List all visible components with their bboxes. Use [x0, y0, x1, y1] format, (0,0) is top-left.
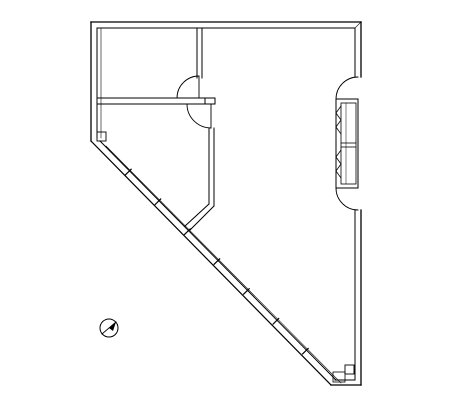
north-arrow-icon [99, 318, 119, 338]
mullion-tick [213, 257, 221, 266]
door-swing [176, 75, 359, 211]
mullion-tick [272, 317, 280, 325]
mullion-tick [124, 168, 133, 176]
closet-unit [335, 98, 359, 189]
mullion-tick [242, 287, 251, 296]
exterior-wall [90, 21, 362, 386]
wall-mullions [124, 168, 310, 355]
diagonal-exterior-wall [90, 140, 342, 386]
interior-partition [96, 27, 216, 231]
mullion-tick [154, 198, 162, 206]
corner-column [96, 131, 355, 383]
mullion-tick [301, 347, 310, 355]
mullion-tick [183, 228, 192, 236]
